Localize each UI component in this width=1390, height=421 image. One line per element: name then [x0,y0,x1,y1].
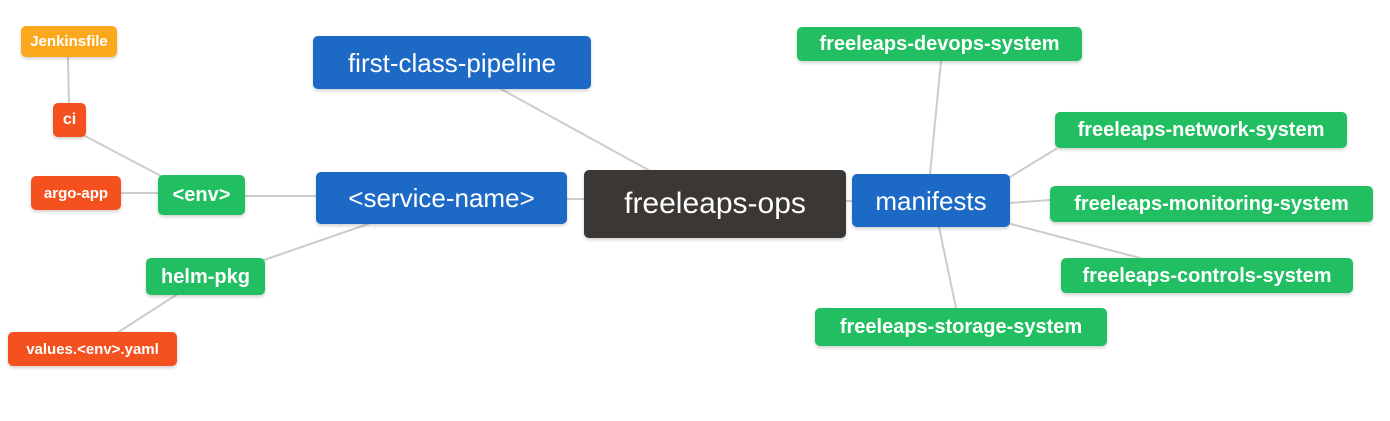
node-label-freeleaps-storage-system: freeleaps-storage-system [839,316,1083,338]
node-freeleaps-ops[interactable]: freeleaps-ops [584,170,846,238]
node-freeleaps-storage-system[interactable]: freeleaps-storage-system [815,308,1107,346]
node-label-helm-pkg: helm-pkg [161,265,250,288]
edge-jenkinsfile-ci [67,56,70,104]
node-argo-app[interactable]: argo-app [31,176,121,210]
edge-manifests-freeleaps-devops-system [929,60,942,175]
node-label-freeleaps-monitoring-system: freeleaps-monitoring-system [1074,193,1349,215]
node-manifests[interactable]: manifests [852,174,1010,227]
node-env[interactable]: <env> [158,175,245,215]
edge-manifests-freeleaps-monitoring-system [1009,199,1051,204]
node-helm-pkg[interactable]: helm-pkg [146,258,265,295]
node-label-env: <env> [172,184,231,206]
node-jenkinsfile[interactable]: Jenkinsfile [21,26,117,57]
edge-first-class-pipeline-freeleaps-ops [500,88,653,173]
node-label-ci: ci [62,111,77,128]
node-label-jenkinsfile: Jenkinsfile [30,33,108,50]
edge-manifests-freeleaps-controls-system [1010,223,1141,259]
node-label-first-class-pipeline: first-class-pipeline [347,47,557,78]
node-label-freeleaps-devops-system: freeleaps-devops-system [819,33,1060,55]
node-freeleaps-monitoring-system[interactable]: freeleaps-monitoring-system [1050,186,1373,222]
node-label-service-name: <service-name> [348,183,535,213]
node-freeleaps-network-system[interactable]: freeleaps-network-system [1055,112,1347,148]
node-label-values-env-yaml: values.<env>.yaml [26,340,159,358]
edge-manifests-freeleaps-network-system [1009,148,1057,178]
edge-manifests-freeleaps-storage-system [938,226,957,309]
node-values-env-yaml[interactable]: values.<env>.yaml [8,332,177,366]
node-freeleaps-controls-system[interactable]: freeleaps-controls-system [1061,258,1353,293]
node-freeleaps-devops-system[interactable]: freeleaps-devops-system [797,27,1082,61]
node-ci[interactable]: ci [53,103,86,137]
node-label-freeleaps-controls-system: freeleaps-controls-system [1082,264,1332,287]
node-label-freeleaps-network-system: freeleaps-network-system [1077,119,1325,141]
node-label-argo-app: argo-app [43,184,109,202]
edge-helm-pkg-service-name [263,223,369,261]
node-first-class-pipeline[interactable]: first-class-pipeline [313,36,591,89]
node-label-freeleaps-ops: freeleaps-ops [624,187,806,220]
edge-values-env-yaml-helm-pkg [116,294,177,334]
node-label-manifests: manifests [875,185,987,216]
edge-ci-env [84,135,162,177]
node-service-name[interactable]: <service-name> [316,172,567,224]
